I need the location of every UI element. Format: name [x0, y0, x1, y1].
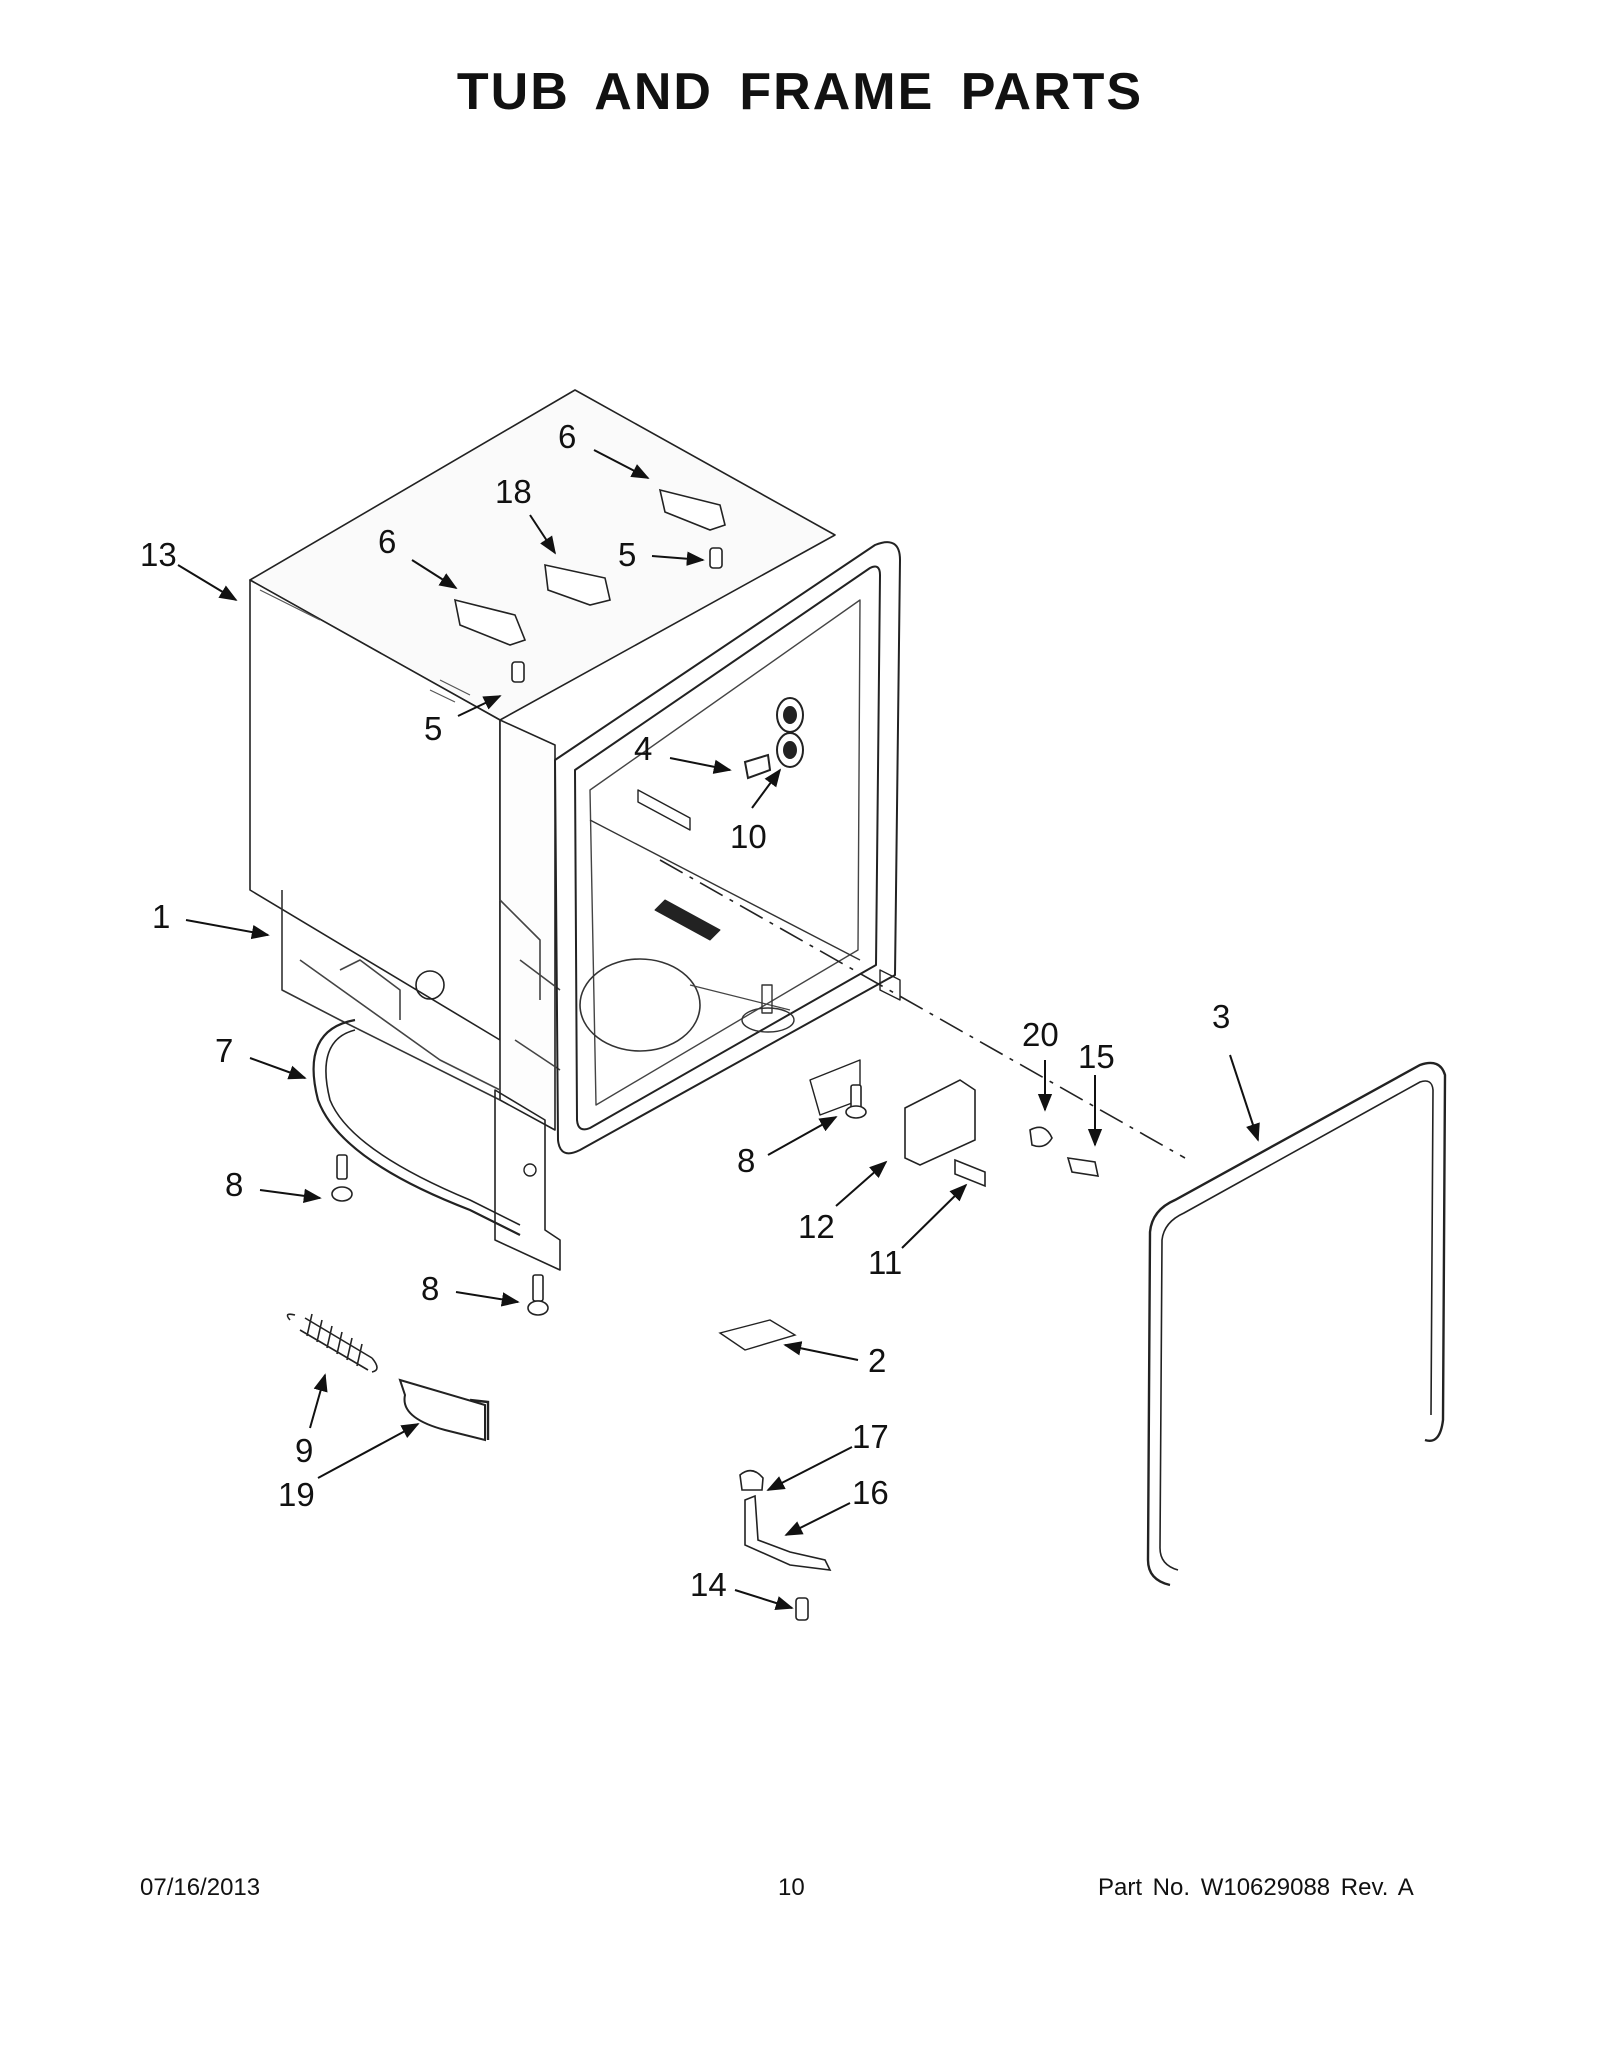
callout-15: 15	[1078, 1038, 1115, 1075]
hinge-cover	[398, 1378, 486, 1442]
callout-5: 5	[424, 710, 442, 747]
callout-2: 2	[868, 1342, 886, 1379]
drain-hose	[312, 1018, 521, 1236]
tub-assembly	[249, 389, 836, 1131]
door-gasket	[1146, 1061, 1447, 1587]
door-roller	[743, 697, 804, 780]
bracket-screw	[954, 1158, 986, 1188]
callout-17: 17	[852, 1418, 889, 1455]
leveling-leg	[331, 1084, 867, 1316]
callout-leaders	[177, 449, 1260, 1610]
callout-10: 10	[730, 818, 767, 855]
callout-19: 19	[278, 1476, 315, 1513]
door-spring	[286, 1313, 378, 1373]
screw-icon	[511, 547, 723, 683]
callout-20: 20	[1022, 1016, 1059, 1053]
hinge-bracket-top	[453, 488, 726, 646]
callout-11: 11	[868, 1244, 902, 1281]
callout-6: 6	[558, 418, 576, 455]
callout-13: 13	[140, 536, 177, 573]
callout-8: 8	[421, 1270, 439, 1307]
callout-1: 1	[152, 898, 170, 935]
callout-9: 9	[295, 1432, 313, 1469]
callout-14: 14	[690, 1566, 727, 1603]
callout-16: 16	[852, 1474, 889, 1511]
frame-screw	[1066, 1157, 1100, 1177]
callout-4: 4	[634, 730, 652, 767]
page-title: TUB AND FRAME PARTS	[456, 63, 1144, 121]
callout-5: 5	[618, 536, 636, 573]
mounting-clip	[544, 563, 611, 606]
callout-8: 8	[737, 1142, 755, 1179]
callout-6: 6	[378, 523, 396, 560]
callout-3: 3	[1212, 998, 1230, 1035]
callout-7: 7	[215, 1032, 233, 1069]
footer-part-number: Part No. W10629088 Rev. A	[1098, 1874, 1414, 1901]
callout-18: 18	[495, 473, 532, 510]
callout-12: 12	[798, 1208, 835, 1245]
front-bracket	[904, 1079, 976, 1166]
callout-8: 8	[225, 1166, 243, 1203]
footer-date: 07/16/2013	[140, 1874, 261, 1901]
callout-labels: 13 6 18 6 5 5 4 10 1 7 3 20 15 8 8 8 12 …	[140, 418, 1230, 1603]
shield-plate	[718, 1319, 797, 1351]
footer-page-number: 10	[778, 1874, 805, 1901]
mounting-bracket-set	[739, 1469, 832, 1621]
retaining-clip	[1029, 1126, 1053, 1148]
